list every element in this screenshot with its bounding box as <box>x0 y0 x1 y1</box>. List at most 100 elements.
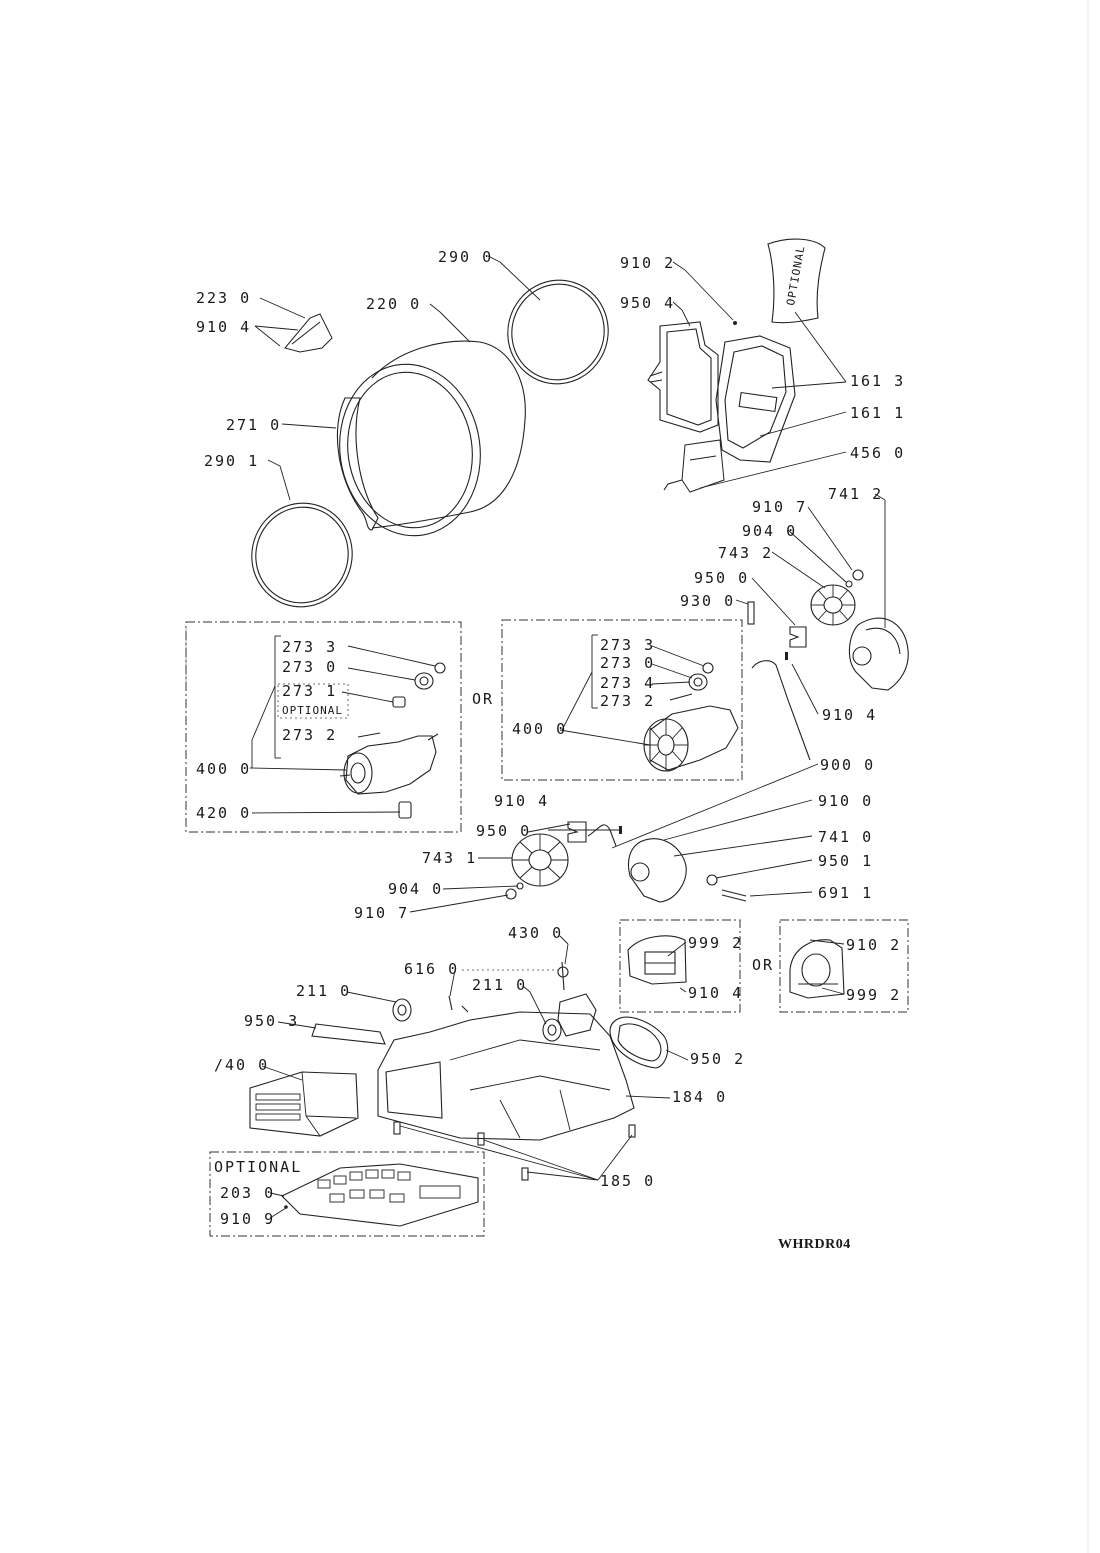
leader <box>559 935 569 945</box>
rear-seal-ring <box>507 279 609 385</box>
leader <box>529 991 547 1025</box>
drawing-code: WHRDR04 <box>778 1237 851 1252</box>
optional-filter-cover <box>767 238 826 324</box>
leader <box>487 255 501 263</box>
fan-washer <box>845 580 853 588</box>
motor-b-end-inner <box>657 734 675 756</box>
label-140-0: /40 0 <box>214 1056 269 1074</box>
leader <box>409 894 509 913</box>
base-chassis-frame <box>385 1061 443 1119</box>
gasket-tab <box>649 371 663 377</box>
part-labels: 290 0 223 0 910 4 220 0 271 0 290 1 910 … <box>196 244 905 1252</box>
leader <box>651 681 691 685</box>
label-400-0: 400 0 <box>196 760 251 778</box>
leader <box>625 1095 671 1099</box>
leader <box>559 729 651 746</box>
label-910-7: 910 7 <box>752 498 807 516</box>
filter-slot <box>738 391 778 413</box>
label-223-0: 223 0 <box>196 289 251 307</box>
motor-a-shaft2 <box>427 733 439 741</box>
base-leaders <box>261 935 689 1181</box>
label-691-1: 691 1 <box>818 884 873 902</box>
label-271-0: 271 0 <box>226 416 281 434</box>
door-gasket <box>609 1016 669 1069</box>
motor-a-shaft <box>339 774 351 777</box>
leader <box>809 939 845 945</box>
sensor-detail <box>689 455 717 461</box>
leader <box>771 381 847 389</box>
bearing-housing-inner <box>693 677 703 687</box>
label-420-0: 420 0 <box>196 804 251 822</box>
label-273-1: 273 1 <box>282 682 337 700</box>
door-gasket-inner <box>617 1023 662 1062</box>
label-910-4b: 910 4 <box>822 706 877 724</box>
leader <box>254 325 281 347</box>
leader <box>749 891 813 897</box>
leader <box>483 1139 599 1181</box>
front-seal-ring <box>251 502 353 608</box>
roller-right-inner <box>547 1024 557 1036</box>
cover-option-a-box <box>619 919 741 1013</box>
label-161-3: 161 3 <box>850 372 905 390</box>
drum-group <box>251 279 609 608</box>
roller-left-inner <box>397 1004 407 1016</box>
leader <box>347 645 436 667</box>
motor-b-leaders <box>559 645 705 746</box>
leader <box>787 529 847 583</box>
label-273-0b: 273 0 <box>600 654 655 672</box>
label-optional-motor: OPTIONAL <box>282 704 343 717</box>
leader <box>267 459 281 467</box>
leader <box>341 691 394 703</box>
bearing <box>434 662 446 674</box>
leader <box>439 311 471 343</box>
filter-housing <box>715 335 796 463</box>
leader <box>667 941 687 957</box>
screw <box>785 652 788 660</box>
leader <box>673 835 813 857</box>
rear-fan-blades <box>811 585 855 625</box>
leader <box>347 667 416 681</box>
filter-gasket-inner <box>666 328 712 426</box>
label-400-0b: 400 0 <box>512 720 567 738</box>
leader <box>442 885 519 890</box>
label-900-0: 900 0 <box>820 756 875 774</box>
filter-housing-inner <box>724 345 787 449</box>
rear-fan-wheel-inner <box>823 596 843 614</box>
motor-b-bracket <box>561 634 598 731</box>
cover-leaders <box>667 939 845 995</box>
drum-bracket <box>284 313 333 353</box>
label-743-1: 743 1 <box>422 849 477 867</box>
front-fan-group <box>505 821 747 903</box>
drum-belt <box>336 397 379 531</box>
bearing-housing <box>414 672 434 690</box>
filter-gasket <box>647 321 719 433</box>
label-273-3b: 273 3 <box>600 636 655 654</box>
rod-edge <box>721 894 747 902</box>
label-910-2: 910 2 <box>620 254 675 272</box>
leader <box>269 1207 287 1219</box>
front-fan-leaders <box>409 799 813 913</box>
fan-nut <box>852 569 864 581</box>
screw <box>733 321 737 325</box>
label-930-0: 930 0 <box>680 592 735 610</box>
screw <box>619 826 622 834</box>
label-950-3: 950 3 <box>244 1012 299 1030</box>
board-outline <box>281 1163 479 1227</box>
label-999-2b: 999 2 <box>846 986 901 1004</box>
label-220-0: 220 0 <box>366 295 421 313</box>
leader <box>651 663 693 679</box>
leader <box>279 465 291 501</box>
screw-616b <box>461 1005 469 1013</box>
rear-fan-hub <box>852 646 872 666</box>
bolt <box>357 732 381 738</box>
condenser-slots <box>255 1093 301 1121</box>
control-board <box>281 1163 479 1227</box>
leader <box>735 599 749 605</box>
label-optional-top: OPTIONAL <box>784 244 807 306</box>
label-185-0: 185 0 <box>600 1172 655 1190</box>
label-741-2: 741 2 <box>828 485 883 503</box>
screw-616 <box>448 995 453 1011</box>
motor-a <box>345 735 437 795</box>
motor-a-bracket <box>251 635 349 768</box>
